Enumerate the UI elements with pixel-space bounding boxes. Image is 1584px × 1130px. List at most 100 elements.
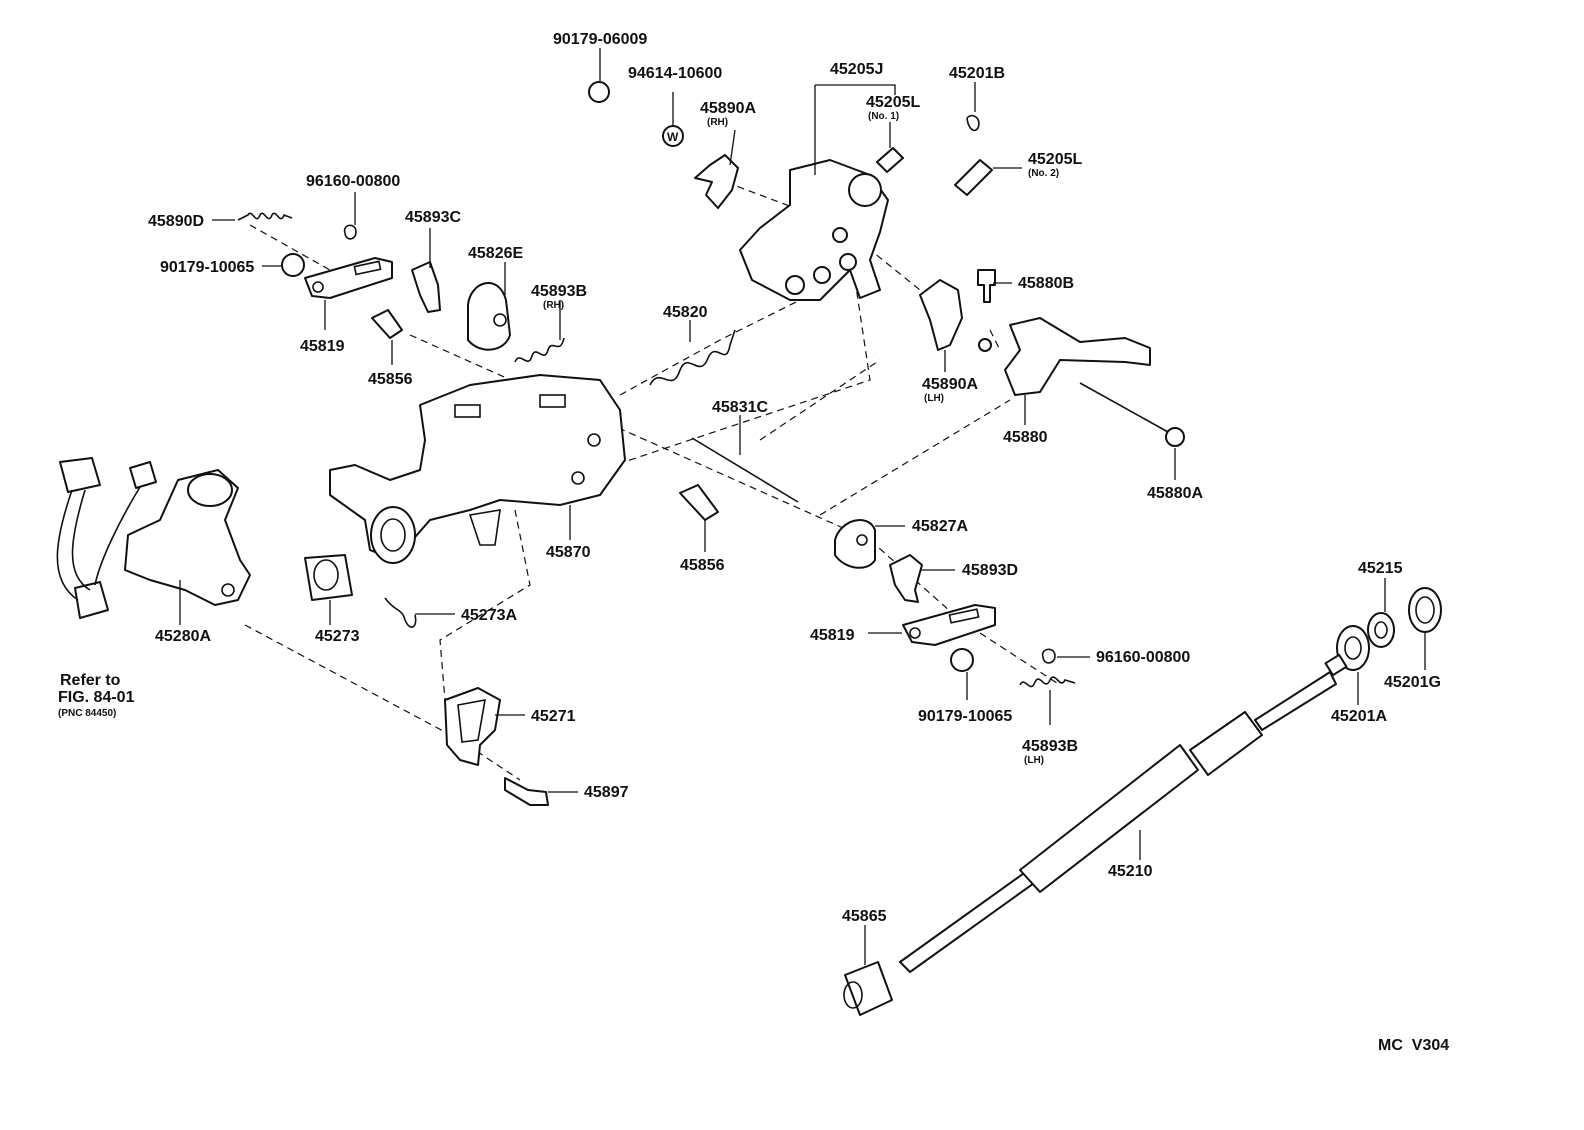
label-45819-a: 45819	[300, 338, 345, 355]
pin-45856-b-shape	[679, 484, 719, 521]
clip-45273a-shape	[384, 597, 417, 628]
spring-45893b-rh-shape	[514, 337, 565, 363]
screw-45897-shape	[504, 777, 549, 806]
label-45856-a: 45856	[368, 371, 413, 388]
bracket-45271-shape	[444, 687, 501, 766]
label-45205l-no1-note: (No. 1)	[868, 111, 899, 122]
label-45210: 45210	[1108, 863, 1153, 880]
washer-45215-shape	[1367, 612, 1395, 648]
reference-line-2: FIG. 84-01	[58, 689, 135, 706]
cam-45827a-shape	[834, 519, 876, 569]
lever-45819-b-shape	[902, 604, 996, 646]
lever-45880-shape	[1004, 317, 1151, 396]
nut-90179-06009-shape	[588, 81, 610, 103]
label-96160-00800-a: 96160-00800	[306, 173, 400, 190]
clip-45201b-shape	[966, 114, 980, 132]
label-96160-00800-b: 96160-00800	[1096, 649, 1190, 666]
label-90179-10065-a: 90179-10065	[160, 259, 254, 276]
label-45827a: 45827A	[912, 518, 968, 535]
pin-45856-a-shape	[371, 309, 403, 339]
label-45897: 45897	[584, 784, 629, 801]
steering-shaft-upper-shape	[1254, 671, 1337, 731]
label-45893b-rh: 45893B	[531, 283, 587, 300]
lever-45880-pivot-shape	[978, 338, 992, 352]
label-45890d: 45890D	[148, 213, 204, 230]
label-45820: 45820	[663, 304, 708, 321]
svg-text:W: W	[667, 130, 679, 144]
label-45201b: 45201B	[949, 65, 1005, 82]
cam-45826e-shape	[467, 282, 511, 351]
wire-3-shape	[94, 486, 141, 586]
label-45280a: 45280A	[155, 628, 211, 645]
lever-45819-a-shape	[304, 257, 393, 299]
bracket-bushing-3-shape	[839, 253, 857, 271]
nut-90179-10065-a-shape	[281, 253, 305, 277]
label-45890a-rh-note: (RH)	[707, 117, 728, 128]
label-94614-10600: 94614-10600	[628, 65, 722, 82]
pawl-45893d-shape	[889, 554, 923, 603]
spring-45820-shape	[649, 329, 736, 386]
label-45273: 45273	[315, 628, 360, 645]
part-shapes: W	[56, 81, 1442, 1016]
leader-lines	[179, 48, 1426, 965]
label-45205j: 45205J	[830, 61, 883, 78]
lever-45890a-rh-shape	[694, 154, 739, 209]
label-45271: 45271	[531, 708, 576, 725]
label-45890a-lh-note: (LH)	[924, 393, 944, 404]
rod-45880a-knob-shape	[1165, 427, 1185, 447]
bracket-bushing-2-shape	[813, 266, 831, 284]
label-45205l-no1: 45205L	[866, 94, 920, 111]
collar-45273-shape	[304, 554, 353, 601]
bracket-bushing-4-shape	[832, 227, 848, 243]
bolt-45880b-shape	[977, 269, 996, 303]
label-45273a: 45273A	[461, 607, 517, 624]
bracket-bushing-1-shape	[785, 275, 805, 295]
connector-2-shape	[129, 461, 157, 489]
wire-2-shape	[71, 489, 91, 591]
label-45215: 45215	[1358, 560, 1403, 577]
label-45893c: 45893C	[405, 209, 461, 226]
part-labels: 90179-06009 94614-10600 45890A (RH) 4520…	[148, 31, 1441, 925]
label-90179-10065-b: 90179-10065	[918, 708, 1012, 725]
label-45893b-rh-note: (RH)	[543, 300, 564, 311]
nut-90179-10065-b-shape	[950, 648, 974, 672]
connector-1-shape	[59, 457, 101, 493]
reference-note: Refer to FIG. 84-01 (PNC 84450)	[58, 672, 135, 719]
label-45880b: 45880B	[1018, 275, 1074, 292]
clip-96160-00800-b-shape	[1041, 648, 1056, 664]
reference-line-1: Refer to	[60, 672, 121, 689]
label-45893b-lh: 45893B	[1022, 738, 1078, 755]
label-45819-b: 45819	[810, 627, 855, 644]
rod-45880a-shape	[1079, 382, 1169, 433]
label-45890a-lh: 45890A	[922, 376, 978, 393]
shaft-spline-shape	[1324, 653, 1348, 677]
column-housing-bore-shape	[370, 506, 416, 564]
bolt-45205l-no1-shape	[876, 147, 904, 173]
label-45890a-rh: 45890A	[700, 100, 756, 117]
label-90179-06009: 90179-06009	[553, 31, 647, 48]
universal-joint-shape	[1189, 711, 1263, 776]
bearing-45201a-shape	[1336, 625, 1370, 671]
label-45893b-lh-note: (LH)	[1024, 755, 1044, 766]
wire-1-shape	[56, 489, 79, 601]
label-45865: 45865	[842, 908, 887, 925]
bushing-45865-shape	[844, 961, 893, 1016]
pawl-45893c-shape	[411, 261, 441, 313]
label-45201a: 45201A	[1331, 708, 1387, 725]
clip-96160-00800-a-shape	[343, 224, 357, 240]
bolt-45205l-no2-shape	[954, 159, 993, 196]
lock-cylinder-shape	[187, 473, 233, 507]
label-45856-b: 45856	[680, 557, 725, 574]
label-45880: 45880	[1003, 429, 1048, 446]
steering-shaft-tube-shape	[1019, 744, 1199, 893]
label-45831c: 45831C	[712, 399, 768, 416]
label-45870: 45870	[546, 544, 591, 561]
label-45205l-no2: 45205L	[1028, 151, 1082, 168]
label-45201g: 45201G	[1384, 674, 1441, 691]
spring-45893b-lh-shape	[1019, 676, 1076, 688]
label-45893d: 45893D	[962, 562, 1018, 579]
connector-3-shape	[74, 581, 109, 619]
spring-45201g-shape	[1408, 587, 1442, 633]
bracket-boss-shape	[848, 173, 882, 207]
spring-45890d-shape	[237, 212, 293, 221]
